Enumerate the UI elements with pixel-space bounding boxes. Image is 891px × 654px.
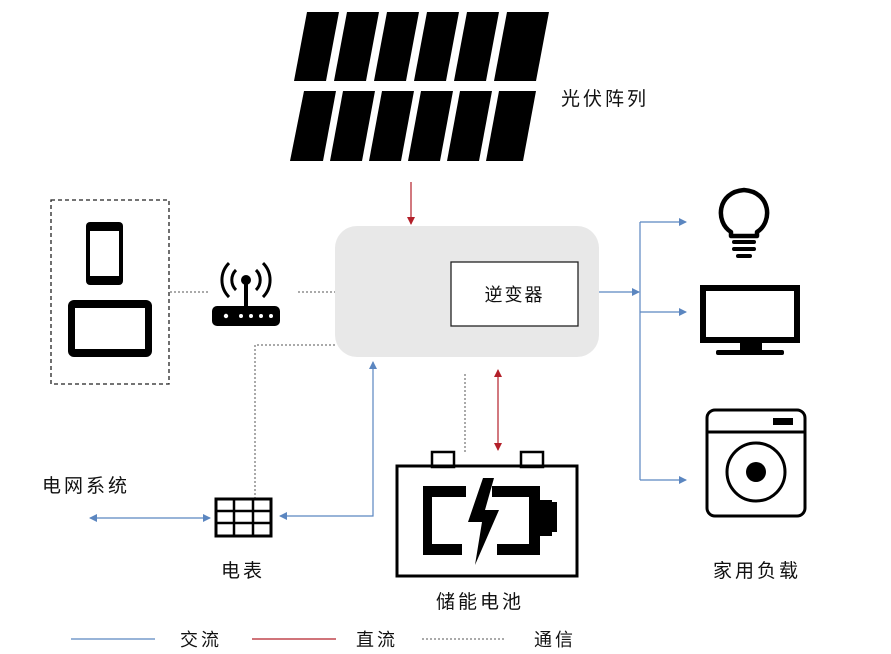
meter-comm-line <box>254 344 335 498</box>
pv-array-label: 光伏阵列 <box>561 88 650 110</box>
device-group-box <box>50 199 170 385</box>
battery-label: 储能电池 <box>436 591 525 613</box>
legend-dc-label: 直流 <box>356 630 398 651</box>
phone-icon <box>86 222 123 285</box>
solar-panel-icon <box>290 12 549 161</box>
lightbulb-icon <box>718 187 770 258</box>
tablet-icon <box>68 300 152 357</box>
legend-ac-label: 交流 <box>180 630 222 651</box>
meter-label: 电表 <box>221 560 266 582</box>
grid-system-label: 电网系统 <box>42 475 131 497</box>
inverter-label: 逆变器 <box>484 285 545 306</box>
inverter-box <box>450 261 579 327</box>
meter-hub-ac-line <box>279 361 377 520</box>
home-load-label: 家用负载 <box>713 560 802 582</box>
meter-icon <box>214 497 273 538</box>
washing-machine-icon <box>705 408 807 518</box>
battery-icon <box>395 450 579 578</box>
legend-comm-label: 通信 <box>534 630 576 651</box>
router-icon <box>212 261 280 326</box>
tv-icon <box>700 285 800 355</box>
